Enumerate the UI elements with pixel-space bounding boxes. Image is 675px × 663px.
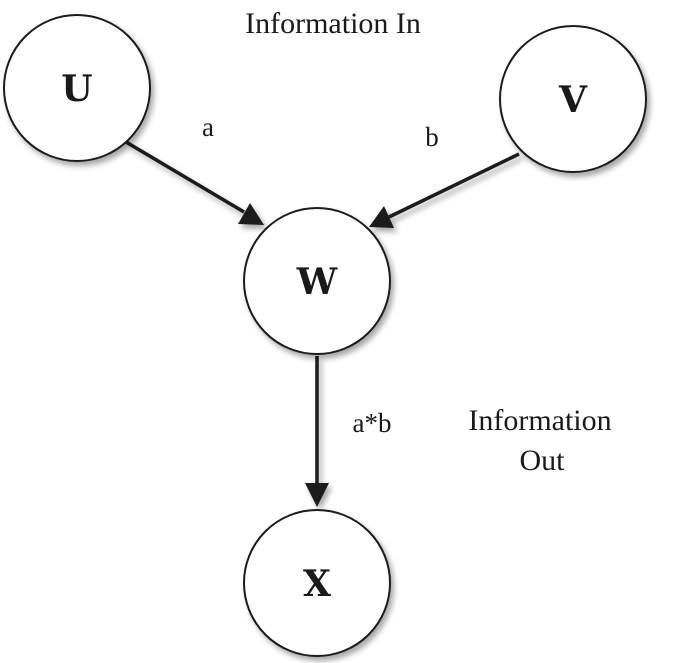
edge-u-to-w — [125, 140, 264, 225]
caption-information-in: Information In — [245, 7, 421, 40]
caption-information-out-line1: Information — [468, 404, 611, 437]
caption-information-out-line2: Out — [520, 444, 566, 477]
arrowhead-u-to-w — [238, 203, 264, 225]
arrowhead-w-to-x — [305, 483, 329, 507]
node-u-circle — [3, 14, 151, 162]
node-u-label: U — [61, 68, 92, 110]
node-v-circle — [499, 25, 647, 173]
edge-u-to-w-line — [125, 140, 245, 214]
edge-label-a-times-b: a*b — [353, 408, 392, 438]
node-w-label: W — [296, 261, 338, 303]
edge-w-to-x — [305, 356, 329, 507]
node-v: V — [499, 25, 647, 173]
arrowhead-v-to-w — [369, 206, 394, 228]
node-v-label: V — [558, 79, 588, 121]
edge-v-to-w — [369, 152, 520, 228]
node-w-circle — [243, 207, 391, 355]
edge-v-to-w-line — [388, 152, 520, 219]
node-w: W — [243, 207, 391, 355]
node-u: U — [3, 14, 151, 162]
node-x-label: X — [303, 563, 331, 605]
node-x: X — [243, 509, 391, 657]
edge-label-b: b — [425, 122, 439, 152]
edge-label-a: a — [202, 112, 214, 142]
node-x-circle — [243, 509, 391, 657]
